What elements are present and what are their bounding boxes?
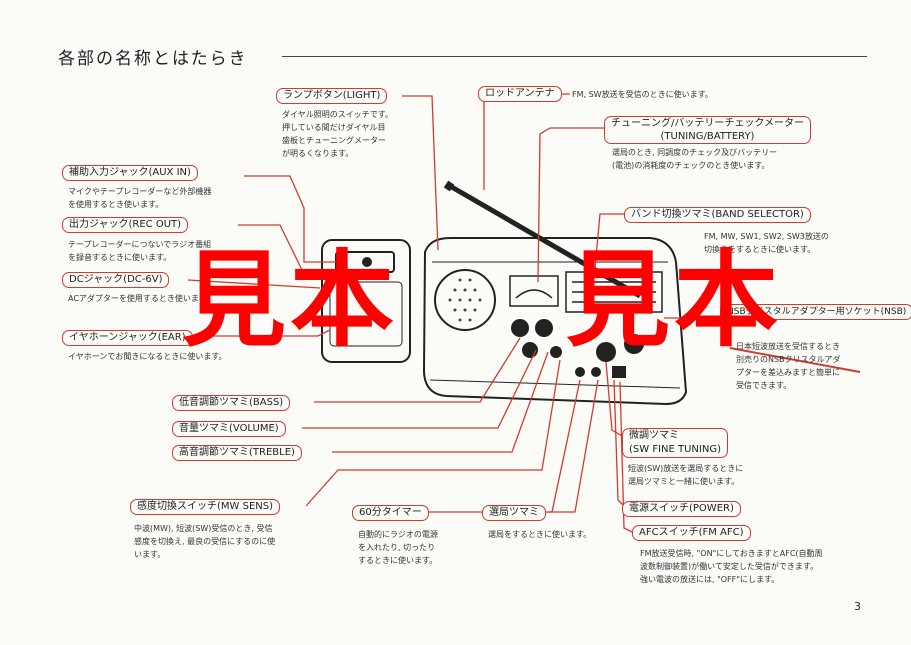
page-number: 3	[854, 600, 861, 613]
desc-fine-tuning: 短波(SW)放送を選局するときに選局ツマミと一緒に使います。	[628, 464, 744, 486]
desc-afc: FM放送受信時, "ON"にしておきますとAFC(自動周波数制御装置)が働いて安…	[640, 549, 823, 584]
desc-dc-jack: ACアダプターを使用するとき使います。	[68, 294, 215, 303]
label-rec-out: 出力ジャック(REC OUT)	[62, 217, 189, 233]
desc-tuning-meter: 選局のとき, 同調度のチェック及びバッテリー(電池)の消耗度のチェックのとき使い…	[612, 148, 778, 170]
desc-mw-sens: 中波(MW), 短波(SW)受信のとき, 受信感度を切換え, 最良の受信にするの…	[134, 524, 276, 559]
label-band-selector: バンド切換ツマミ(BAND SELECTOR)	[624, 207, 811, 223]
label-dc-jack: DCジャック(DC-6V)	[62, 272, 170, 288]
desc-nsb: 日本短波放送を受信するとき別売りのNSBクリスタルアダ プターを差込みますと簡単…	[736, 342, 841, 390]
desc-rec-out: テープレコーダーにつないでラジオ番組を録音するときに使います。	[68, 240, 212, 262]
antenna-drawing	[443, 180, 642, 299]
label-light: ランプボタン(LIGHT)	[276, 88, 388, 104]
page-title: 各部の名称とはたらき	[58, 49, 248, 69]
label-timer: 60分タイマー	[352, 505, 429, 521]
label-aux-in: 補助入力ジャック(AUX IN)	[62, 165, 198, 181]
desc-ear: イヤホーンでお聞きになるときに使います。	[68, 352, 227, 361]
watermark-sample-right: 見本	[566, 239, 783, 361]
label-afc: AFCスイッチ(FM AFC)	[632, 525, 751, 541]
label-rod-antenna: ロッドアンテナ	[478, 86, 562, 102]
desc-tuning: 選局をするときに使います。	[488, 530, 592, 539]
label-power: 電源スイッチ(POWER)	[622, 501, 741, 517]
desc-band-selector: FM, MW, SW1, SW2, SW3放送の切換えをするときに使います。	[704, 232, 829, 254]
label-tuning-meter: チューニング/バッテリーチェックメーター(TUNING/BATTERY)	[604, 116, 811, 144]
label-treble: 高音調節ツマミ(TREBLE)	[172, 445, 302, 461]
label-ear: イヤホーンジャック(EAR)	[62, 330, 193, 346]
leader-lines	[187, 93, 861, 533]
watermark-sample-left: 見本	[182, 239, 399, 361]
dial-panel	[509, 271, 663, 313]
radio-body	[422, 237, 688, 406]
desc-aux-in: マイクやテープレコーダーなど外部機器を使用するとき使います。	[68, 187, 212, 209]
radio-side-view	[321, 239, 411, 363]
desc-light: ダイヤル照明のスイッチです。押している間だけダイヤル目 盛板とチューニングメータ…	[282, 110, 393, 158]
knobs	[511, 319, 644, 378]
label-mw-sens: 感度切換スイッチ(MW SENS)	[130, 499, 280, 515]
label-fine-tuning: 微調ツマミ(SW FINE TUNING)	[622, 428, 728, 458]
label-tuning: 選局ツマミ	[482, 505, 546, 521]
label-nsb: NSBクリスタルアダプター用ソケット(NSB)	[720, 304, 911, 320]
desc-rod-antenna: FM, SW放送を受信のときに使います。	[572, 90, 713, 99]
label-bass: 低音調節ツマミ(BASS)	[172, 395, 291, 411]
speaker-grille	[434, 269, 496, 331]
desc-timer: 自動的にラジオの電源を入れたり, 切ったり するときに使います。	[358, 530, 438, 565]
title-rule	[282, 56, 867, 57]
label-volume: 音量ツマミ(VOLUME)	[172, 421, 286, 437]
